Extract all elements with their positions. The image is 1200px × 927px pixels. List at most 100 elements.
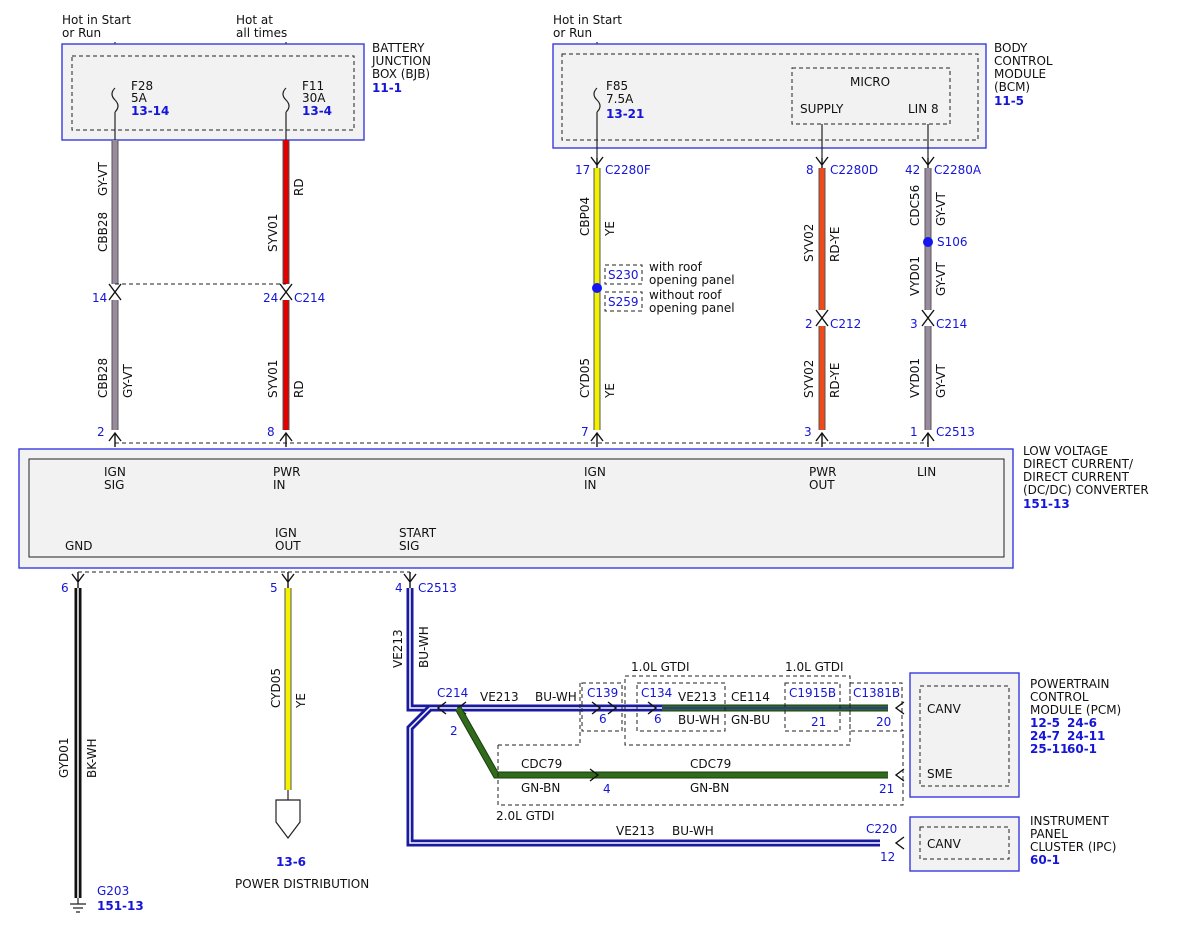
label-ce114: CE114 [731, 690, 770, 704]
splice-s106-dot-icon [923, 237, 933, 247]
conn-c1381b[interactable]: C1381B [853, 686, 900, 700]
ground-ref[interactable]: 151-13 [97, 899, 144, 913]
conn-c220[interactable]: C220 [866, 822, 897, 836]
connector-pin2-icon [108, 431, 122, 447]
pin-1-c2513: 1 [910, 425, 918, 439]
conn-c1915b[interactable]: C1915B [789, 686, 836, 700]
connector-c2280f-icon [590, 156, 604, 168]
splice-s259[interactable]: S259 [608, 295, 639, 309]
label-ve213-2: VE213 [678, 690, 717, 704]
bcm-supply: SUPPLY [800, 102, 844, 116]
splice-dot-icon [592, 283, 602, 293]
connector-pin3-icon [815, 431, 829, 447]
fuse-f85-amps: 7.5A [606, 92, 634, 106]
connector-c220-icon [894, 836, 905, 850]
fuse-f28-amps: 5A [131, 91, 148, 105]
wire-cbb28-circuit-a: CBB28 [96, 212, 110, 252]
wire-syv01-circuit-b: SYV01 [266, 360, 280, 398]
label-gnbn-2: GN-BN [690, 781, 729, 795]
wire-cdc79[interactable] [454, 706, 888, 779]
connector-14-icon [108, 283, 122, 301]
fuse-f11-id: F11 [302, 79, 324, 93]
wire-cyd05-circuit: CYD05 [578, 358, 592, 398]
connector-pin1-icon [921, 431, 935, 447]
fuse-f28-id: F28 [131, 79, 153, 93]
pcm-ref-2[interactable]: 24-6 [1067, 716, 1097, 730]
splice-s106[interactable]: S106 [937, 235, 968, 249]
wire-syv02-color-a: RD-YE [828, 227, 842, 262]
label-ve213-3: VE213 [616, 824, 655, 838]
pcm-ref-5[interactable]: 25-11 [1030, 742, 1068, 756]
fuse-f11-amps: 30A [302, 91, 326, 105]
converter-ref[interactable]: 151-13 [1023, 497, 1070, 511]
label-buwh-3: BU-WH [672, 824, 714, 838]
fuse-f28-icon [111, 87, 119, 113]
pcm-ref-6[interactable]: 60-1 [1067, 742, 1097, 756]
label-cdc79-2: CDC79 [690, 757, 731, 771]
wire-cbb28-color-b: GY-VT [121, 364, 135, 398]
pin-2-c214-branch: 2 [450, 724, 458, 738]
connector-pin8-icon [279, 431, 293, 447]
label-gtdi-10-a: 1.0L GTDI [631, 660, 690, 674]
pcm-ref-4[interactable]: 24-11 [1067, 729, 1105, 743]
wire-syv02-color-b: RD-YE [828, 363, 842, 398]
splice-s230[interactable]: S230 [608, 268, 639, 282]
conn-c134[interactable]: C134 [641, 686, 672, 700]
wire-vyd01-circuit-a: VYD01 [908, 256, 922, 296]
conn-c2280d[interactable]: C2280D [830, 163, 878, 177]
label-gnbn-1: GN-BN [521, 781, 560, 795]
fuse-f85-icon [593, 87, 601, 113]
ground-g203[interactable]: G203 [97, 884, 129, 898]
pin-42: 42 [905, 163, 920, 177]
fuse-f11-ref[interactable]: 13-4 [302, 104, 332, 118]
label-gnbu: GN-BU [731, 713, 770, 727]
pin-5-ignout: 5 [270, 581, 278, 595]
bcm-ref[interactable]: 11-5 [994, 94, 1024, 108]
conn-c214-a[interactable]: C214 [294, 291, 325, 305]
pcm-canv: CANV [927, 702, 962, 716]
conn-c2280f[interactable]: C2280F [605, 163, 651, 177]
wire-syv02-circuit-b: SYV02 [802, 360, 816, 398]
conn-c139[interactable]: C139 [587, 686, 618, 700]
conn-c214-b[interactable]: C214 [936, 317, 967, 331]
wire-cbb28-circuit-b: CBB28 [96, 358, 110, 398]
fuse-f28-ref[interactable]: 13-14 [131, 104, 169, 118]
connector-start-icon [403, 572, 417, 588]
conn-c2513-bottom[interactable]: C2513 [418, 581, 457, 595]
connector-pin7-icon [590, 431, 604, 447]
conn-c212[interactable]: C212 [830, 317, 861, 331]
wire-ve213-circuit: VE213 [391, 629, 405, 668]
connector-c214-b-icon [921, 309, 935, 327]
pcm-ref-3[interactable]: 24-7 [1030, 729, 1060, 743]
connector-c139-icon [591, 701, 618, 715]
conn-c2280a[interactable]: C2280A [934, 163, 982, 177]
pcm-ref-1[interactable]: 12-5 [1030, 716, 1060, 730]
wire-cbp04-circuit: CBP04 [578, 197, 592, 236]
ipc-ref[interactable]: 60-1 [1030, 853, 1060, 867]
wire-cyd05-out-circuit: CYD05 [269, 668, 283, 708]
pcm-sme: SME [927, 767, 953, 781]
wire-syv01-color-a: RD [292, 178, 306, 196]
fuse-f85-id: F85 [606, 79, 628, 93]
fuse-f85-ref[interactable]: 13-21 [606, 107, 644, 121]
conn-c214-branch[interactable]: C214 [437, 686, 468, 700]
bjb-ref[interactable]: 11-1 [372, 81, 402, 95]
conn-c2513-top[interactable]: C2513 [936, 425, 975, 439]
pin-3-c2513: 3 [804, 425, 812, 439]
pd-ref[interactable]: 13-6 [276, 855, 306, 869]
pd-label: POWER DISTRIBUTION [235, 877, 369, 891]
wire-gyd01-circuit: GYD01 [57, 737, 71, 778]
wire-cyd05-color: YE [603, 383, 617, 399]
